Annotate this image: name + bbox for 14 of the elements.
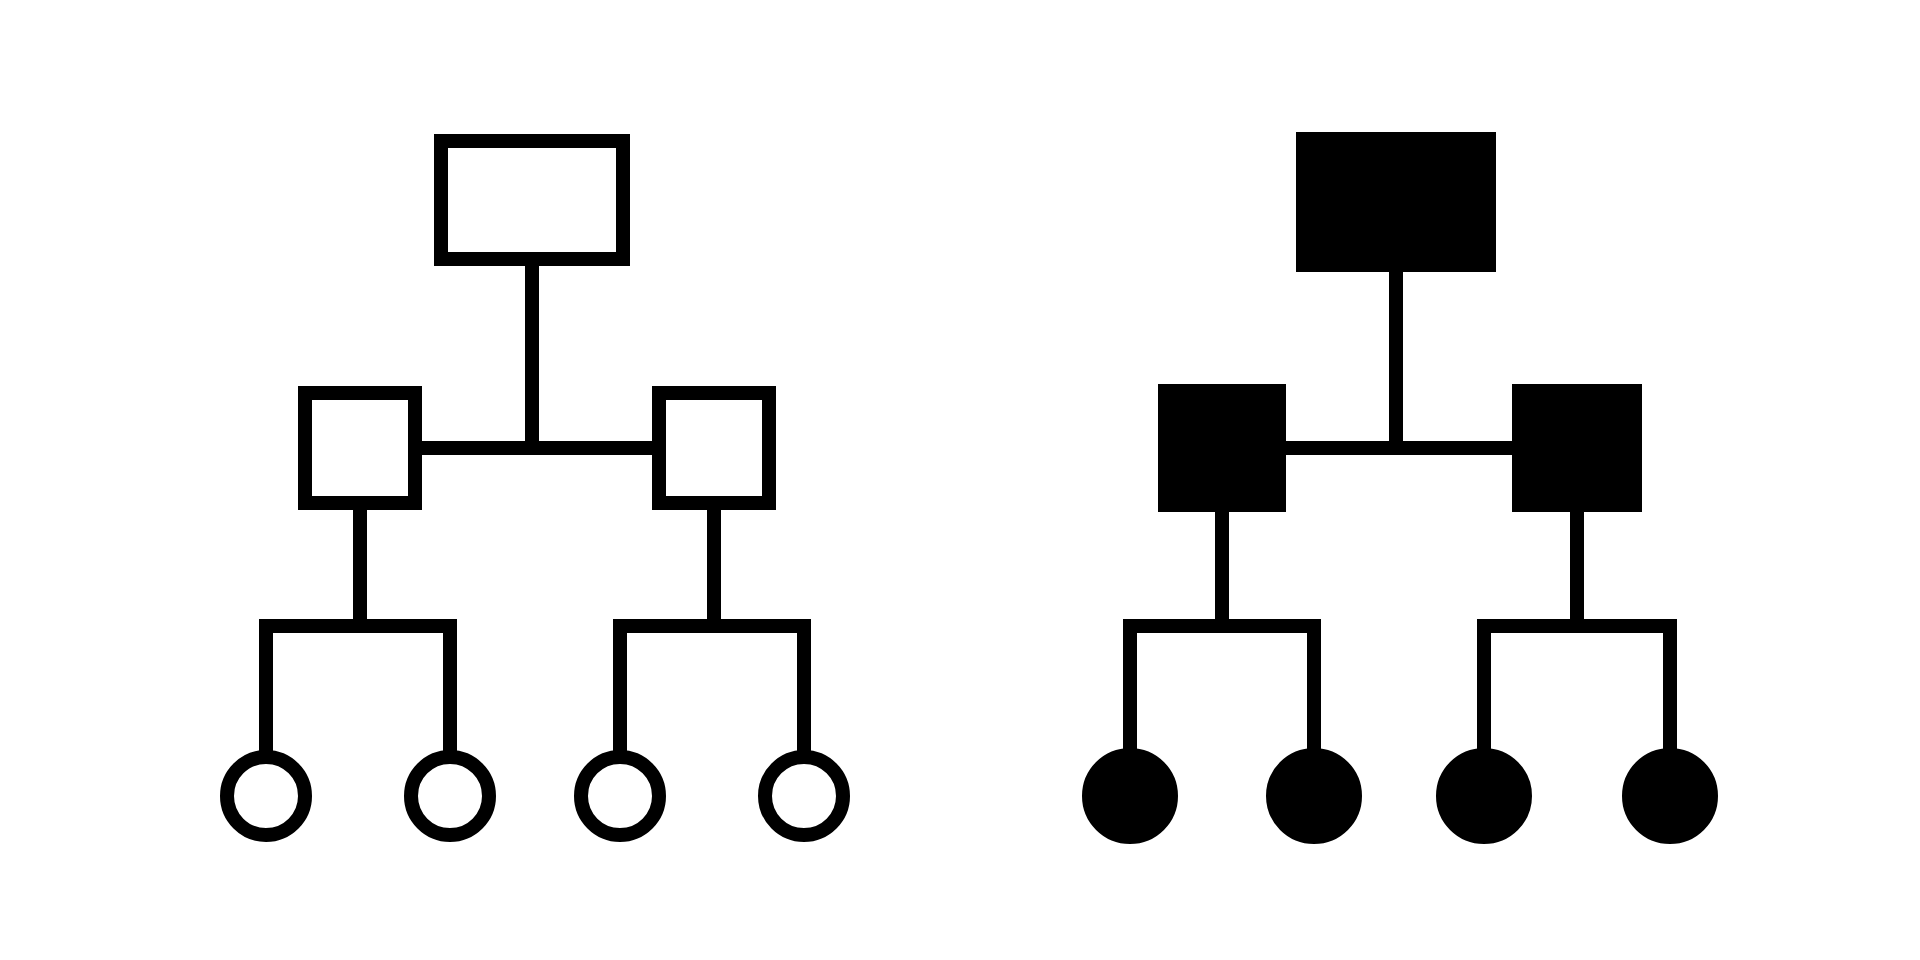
outlined-square-box — [434, 134, 630, 266]
outlined-circle-node — [404, 750, 496, 842]
filled-circle-node — [1622, 748, 1718, 844]
outlined-circle-node — [220, 750, 312, 842]
filled-square-box — [1296, 132, 1496, 272]
outlined-square-box — [652, 386, 776, 510]
filled-circle-node — [1082, 748, 1178, 844]
filled-square-box — [1512, 384, 1642, 512]
outlined-square-box — [298, 386, 422, 510]
filled-square-box — [1158, 384, 1286, 512]
filled-circle-node — [1436, 748, 1532, 844]
filled-circle-node — [1266, 748, 1362, 844]
outlined-circle-node — [574, 750, 666, 842]
outlined-circle-node — [758, 750, 850, 842]
